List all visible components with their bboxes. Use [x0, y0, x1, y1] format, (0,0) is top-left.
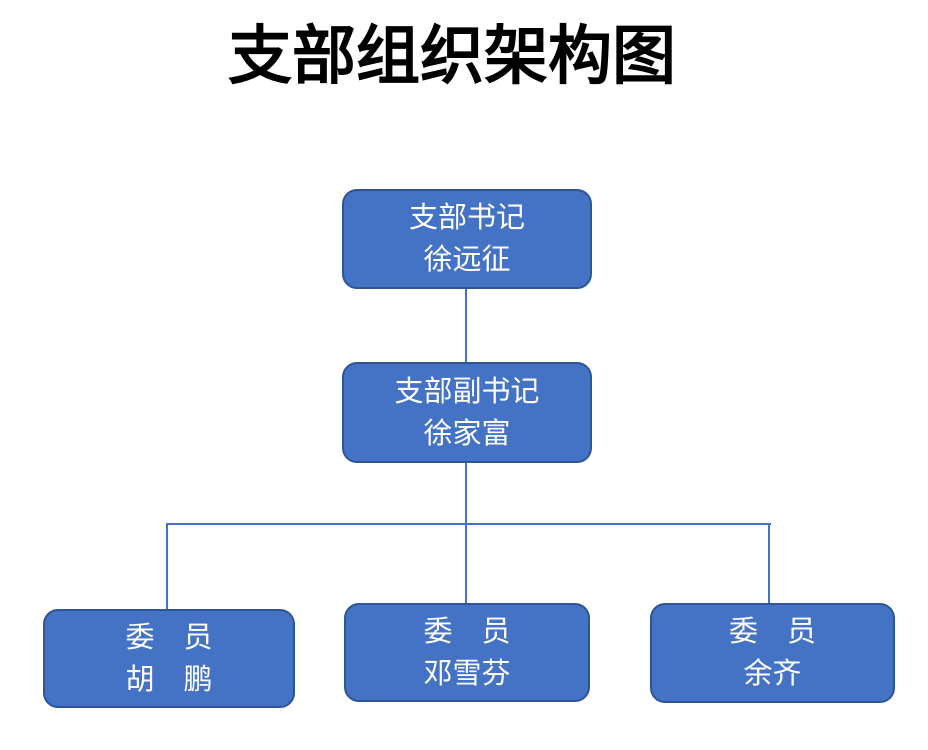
connector-drop-member-3 [768, 523, 770, 605]
connector-secretary-deputy [465, 288, 467, 364]
role-label: 支部书记 [408, 202, 525, 234]
role-label: 委 员 [125, 621, 213, 654]
person-name: 徐远征 [423, 244, 511, 276]
chart-title: 支部组织架构图 [228, 21, 676, 92]
connector-deputy-stem [465, 462, 467, 525]
org-box-member-2: 委 员 邓雪芬 [344, 603, 590, 702]
connector-drop-member-2 [465, 523, 467, 605]
connector-drop-member-1 [166, 523, 168, 611]
org-box-secretary: 支部书记 徐远征 [342, 189, 592, 289]
org-box-member-1: 委 员 胡 鹏 [43, 609, 295, 708]
connector-horizontal-bar [166, 523, 771, 525]
org-box-deputy-secretary: 支部副书记 徐家富 [342, 362, 592, 463]
role-label: 委 员 [423, 615, 511, 648]
org-box-member-3: 委 员 余齐 [650, 603, 895, 703]
person-name: 胡 鹏 [125, 663, 213, 696]
role-label: 支部副书记 [394, 375, 540, 408]
person-name: 邓雪芬 [423, 657, 511, 690]
person-name: 余齐 [743, 658, 802, 690]
person-name: 徐家富 [423, 417, 511, 450]
role-label: 委 员 [728, 616, 816, 648]
